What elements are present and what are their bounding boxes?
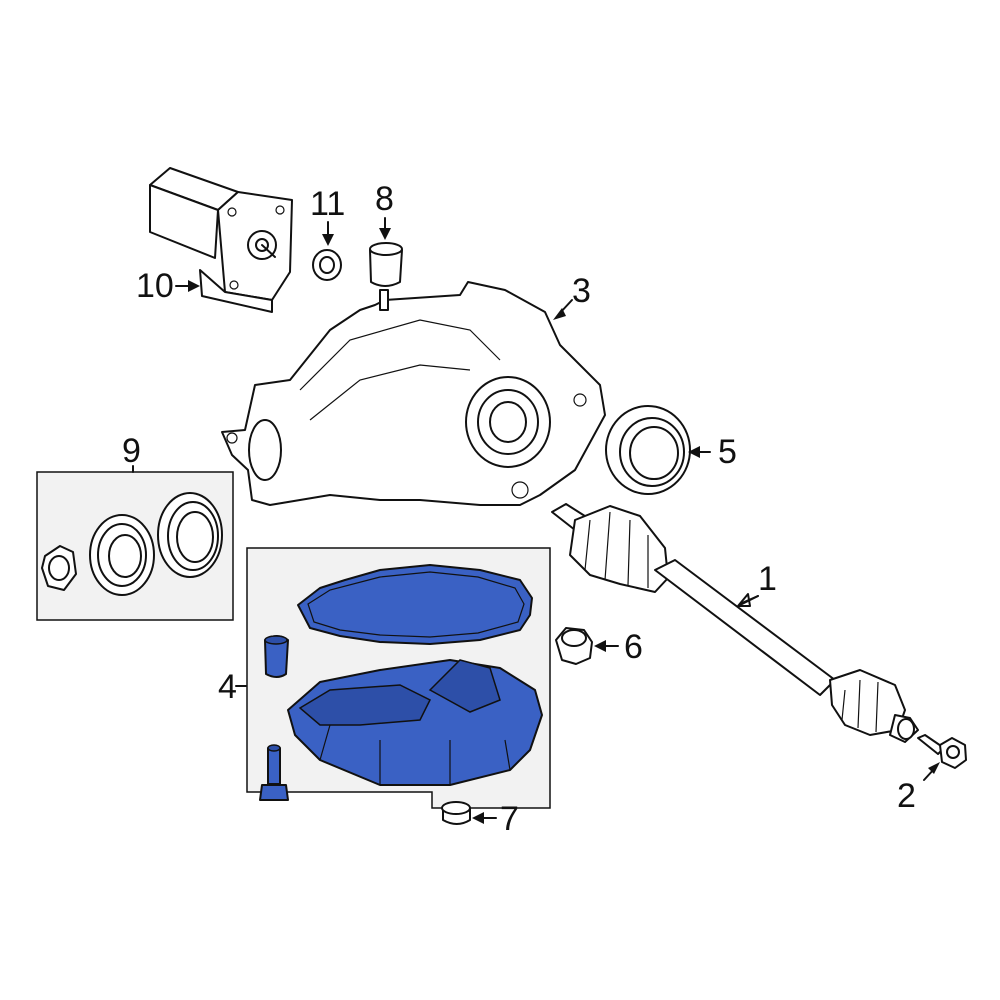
breather-cap-8-part[interactable]: [369, 242, 403, 287]
callout-4: 4: [218, 668, 237, 706]
oil-pan-4-part[interactable]: [259, 564, 543, 801]
leader-lines: [132, 217, 940, 824]
callout-9: 9: [122, 432, 141, 470]
callout-10: 10: [136, 267, 174, 305]
bolt-2-part[interactable]: [917, 734, 967, 769]
actuator-motor-part[interactable]: [149, 167, 293, 313]
callout-5: 5: [718, 433, 737, 471]
seal-ring-11-part[interactable]: [312, 249, 342, 281]
callout-3: 3: [572, 272, 591, 310]
callout-2: 2: [897, 777, 916, 815]
plug-7-part[interactable]: [441, 801, 471, 825]
axle-shaft-1-part[interactable]: [551, 503, 919, 743]
callout-6: 6: [624, 628, 643, 666]
callout-7: 7: [500, 800, 519, 838]
drain-plug-6-part[interactable]: [555, 627, 593, 665]
bearing-kit-9-part[interactable]: [41, 492, 223, 596]
callout-11: 11: [310, 185, 345, 223]
callout-8: 8: [375, 180, 394, 218]
seal-5-part[interactable]: [605, 405, 691, 495]
differential-housing-3-part[interactable]: [221, 281, 606, 506]
callout-1: 1: [758, 560, 777, 598]
